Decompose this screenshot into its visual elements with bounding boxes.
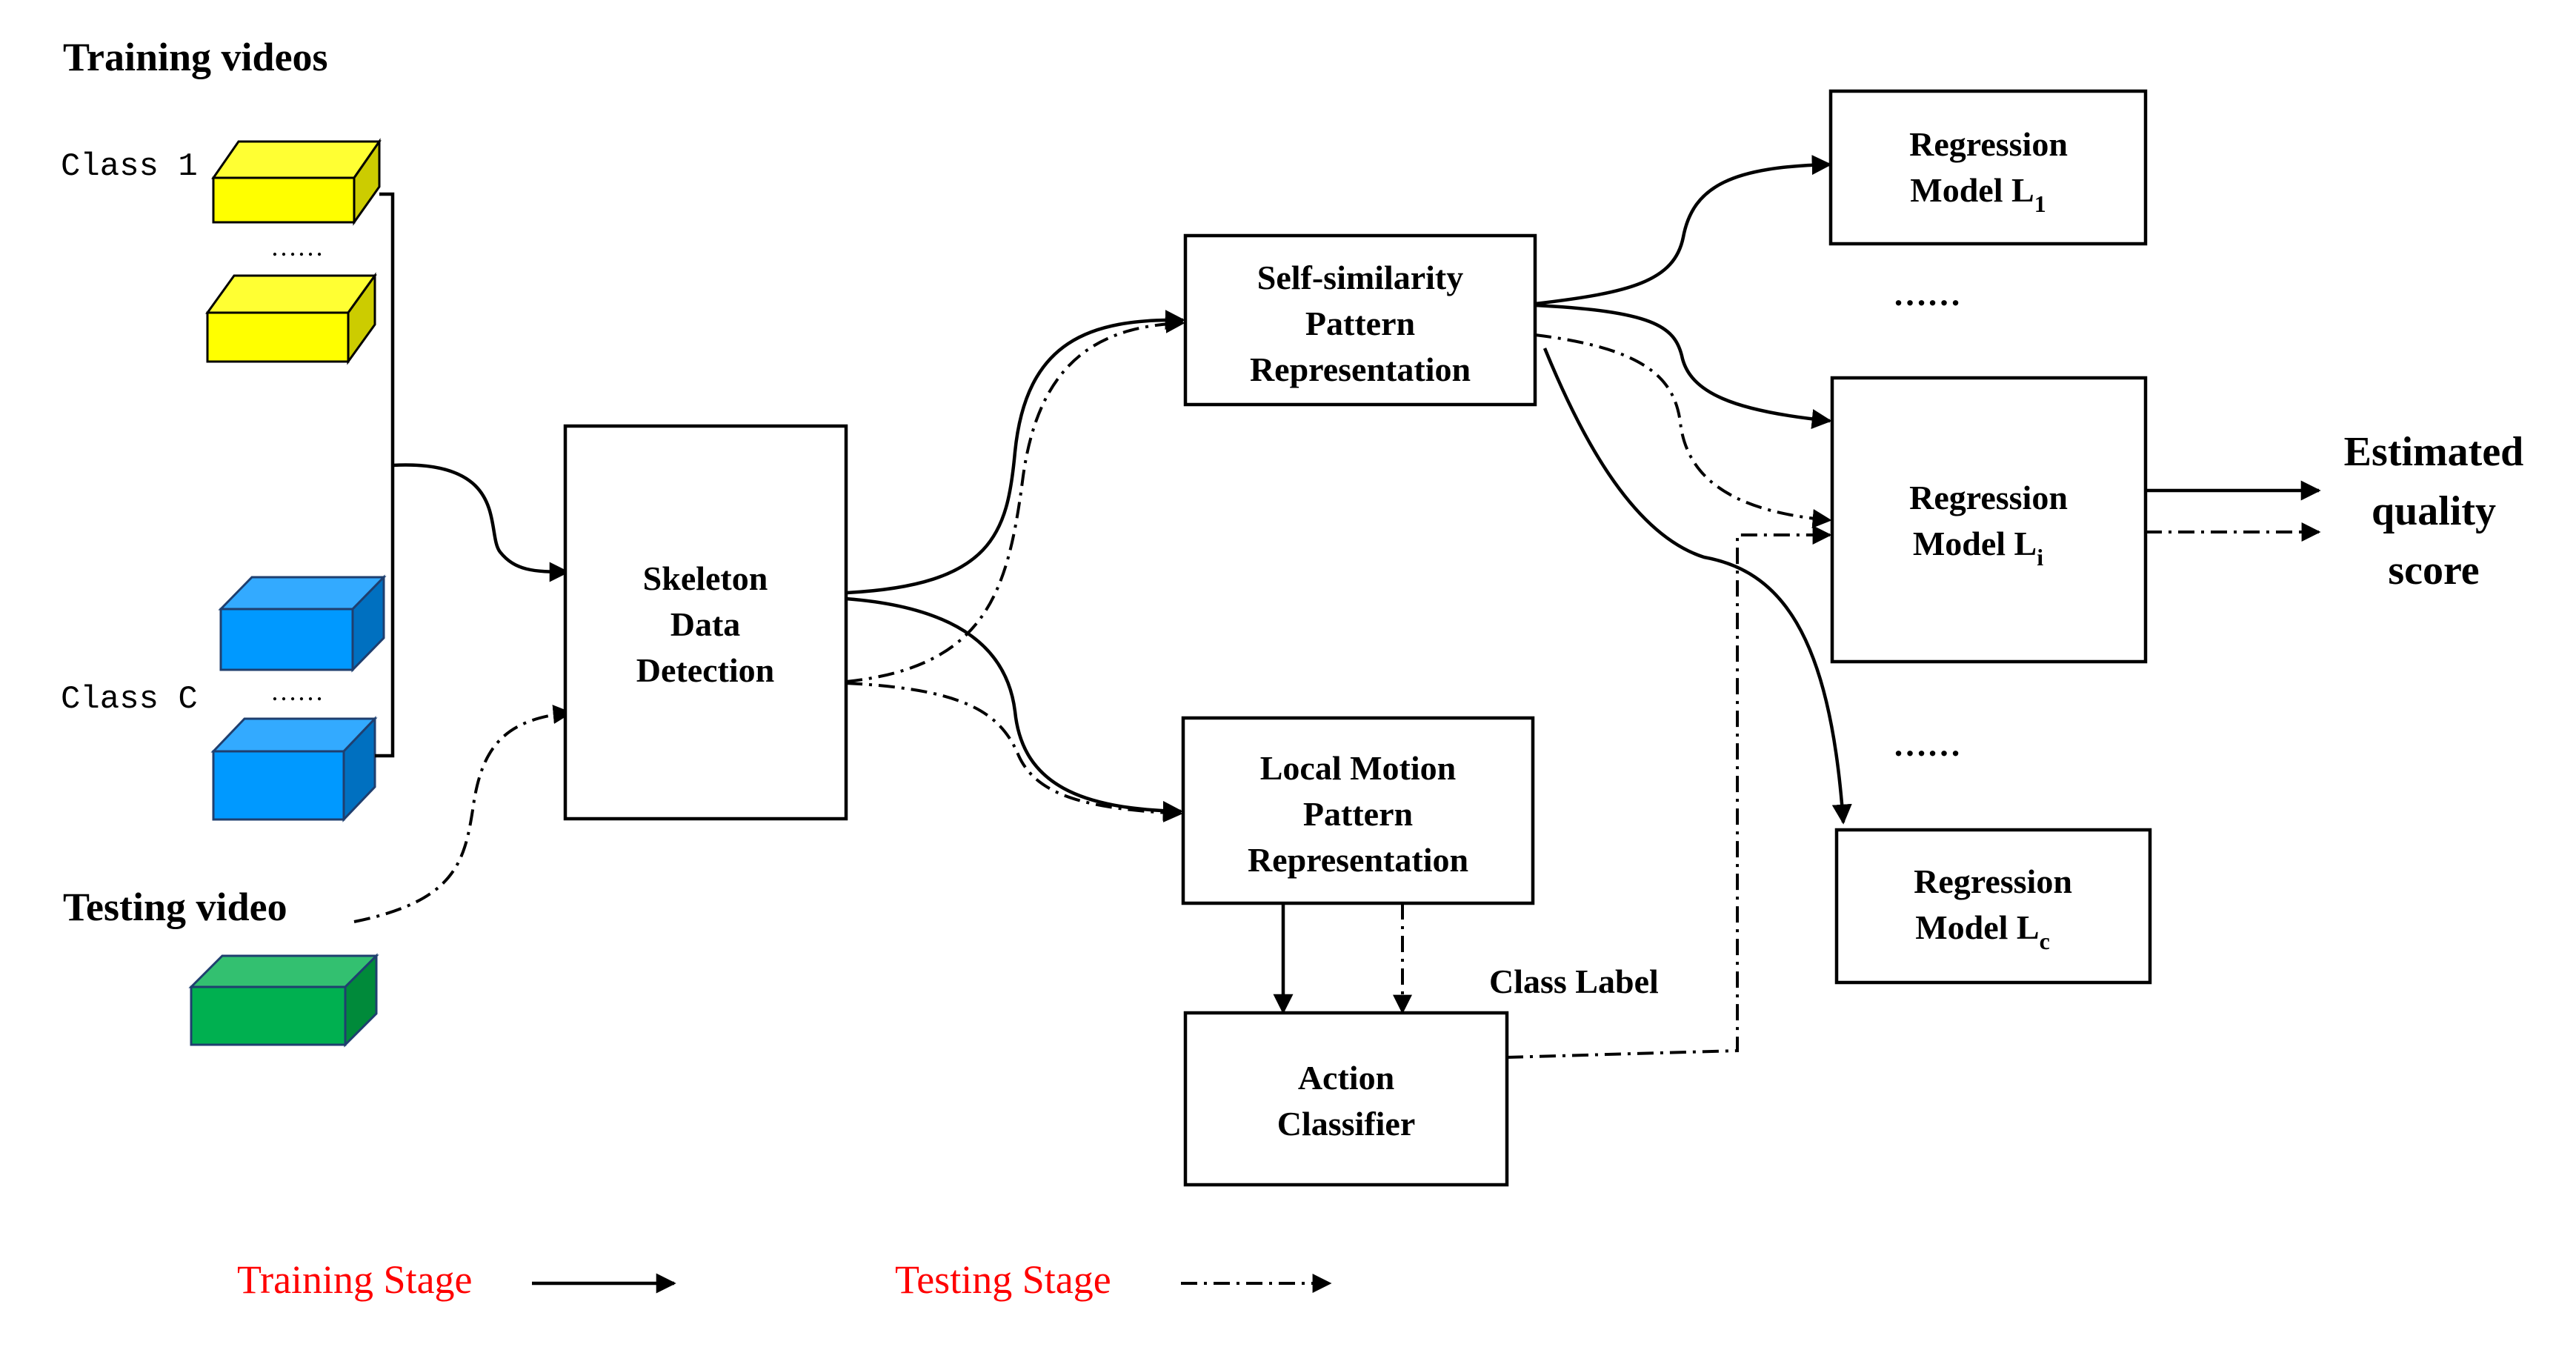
- selfsim-to-regression-i-arrow: [1534, 303, 1832, 430]
- skeleton-data-detection-box: Skeleton Data Detection: [563, 424, 848, 821]
- class-label-text: Class Label: [1489, 962, 1659, 1000]
- legend: Training Stage Testing Stage: [237, 1257, 1332, 1302]
- output-line-2: quality: [2372, 488, 2496, 534]
- svg-text:Model L1: Model L1: [1910, 171, 2046, 217]
- action-classifier-box: Action Classifier: [1183, 1011, 1509, 1187]
- classifier-line-1: Action: [1298, 1059, 1394, 1097]
- reg1-line-2: Model L: [1910, 171, 2034, 209]
- training-videos-title: Training videos: [63, 35, 328, 79]
- regression-ellipsis-bottom: ……: [1893, 725, 1961, 763]
- training-bracket: [375, 192, 395, 758]
- regc-line-2: Model L: [1915, 908, 2039, 946]
- class-1-video-cube-icon: [211, 138, 382, 226]
- regc-line-1: Regression: [1914, 862, 2072, 900]
- selfsim-line-3: Representation: [1250, 350, 1471, 388]
- selfsim-line-1: Self-similarity: [1257, 259, 1464, 296]
- localmotion-line-3: Representation: [1248, 841, 1468, 879]
- selfsim-to-regression-c-arrow: [1542, 348, 1852, 825]
- class-c-video-cube-icon: [218, 574, 387, 673]
- regi-line-2: Model L: [1913, 525, 2037, 562]
- skeleton-to-selfsim-arrow: [845, 310, 1185, 595]
- testing-video-cube-icon: [188, 953, 379, 1048]
- regression-model-1-box: Regression Model L1: [1828, 89, 2148, 246]
- skeleton-to-localmotion-test-arrow: [845, 682, 1183, 822]
- class-1-video-cube-2-icon: [205, 272, 377, 365]
- local-motion-box: Local Motion Pattern Representation: [1181, 716, 1535, 905]
- regression-model-c-box: Regression Model Lc: [1834, 828, 2152, 985]
- skeleton-line-3: Detection: [636, 651, 774, 689]
- skeleton-line-1: Skeleton: [643, 559, 768, 597]
- testing-video-title: Testing video: [63, 885, 287, 929]
- class-c-label: Class C: [61, 681, 198, 718]
- legend-testing-label: Testing Stage: [895, 1257, 1111, 1302]
- reg1-sub: 1: [2034, 190, 2046, 217]
- regc-sub: c: [2040, 928, 2050, 954]
- svg-text:Model Lc: Model Lc: [1915, 908, 2050, 954]
- skeleton-line-2: Data: [670, 605, 741, 643]
- class-1-ellipsis: ……: [270, 232, 324, 262]
- class-c-video-cube-2-icon: [210, 716, 378, 822]
- legend-training-label: Training Stage: [237, 1257, 473, 1302]
- output-line-3: score: [2388, 548, 2479, 593]
- classifier-line-2: Classifier: [1277, 1105, 1416, 1143]
- svg-text:Model Li: Model Li: [1913, 525, 2043, 571]
- skeleton-to-selfsim-test-arrow: [845, 313, 1185, 683]
- output-line-1: Estimated: [2344, 429, 2524, 475]
- estimated-quality-score: Estimated quality score: [2344, 429, 2524, 593]
- localmotion-line-2: Pattern: [1303, 795, 1413, 833]
- localmotion-line-1: Local Motion: [1260, 749, 1456, 787]
- regi-line-1: Regression: [1909, 479, 2068, 516]
- training-to-skeleton-arrow: [392, 463, 570, 582]
- regi-sub: i: [2037, 544, 2043, 571]
- selfsim-to-regression-i-test-arrow: [1534, 333, 1832, 528]
- testing-to-skeleton-arrow: [353, 705, 573, 923]
- self-similarity-box: Self-similarity Pattern Representation: [1183, 233, 1537, 407]
- regression-model-i-box: Regression Model Li: [1830, 376, 2148, 664]
- reg1-line-1: Regression: [1909, 125, 2068, 163]
- selfsim-line-2: Pattern: [1305, 305, 1415, 342]
- class-1-label: Class 1: [61, 148, 198, 185]
- classifier-to-regression-arrow: [1506, 525, 1832, 1059]
- class-c-ellipsis: ……: [270, 676, 324, 706]
- skeleton-to-localmotion-arrow: [845, 596, 1183, 821]
- selfsim-to-regression-1-arrow: [1534, 155, 1832, 306]
- regression-ellipsis-top: ……: [1893, 275, 1961, 313]
